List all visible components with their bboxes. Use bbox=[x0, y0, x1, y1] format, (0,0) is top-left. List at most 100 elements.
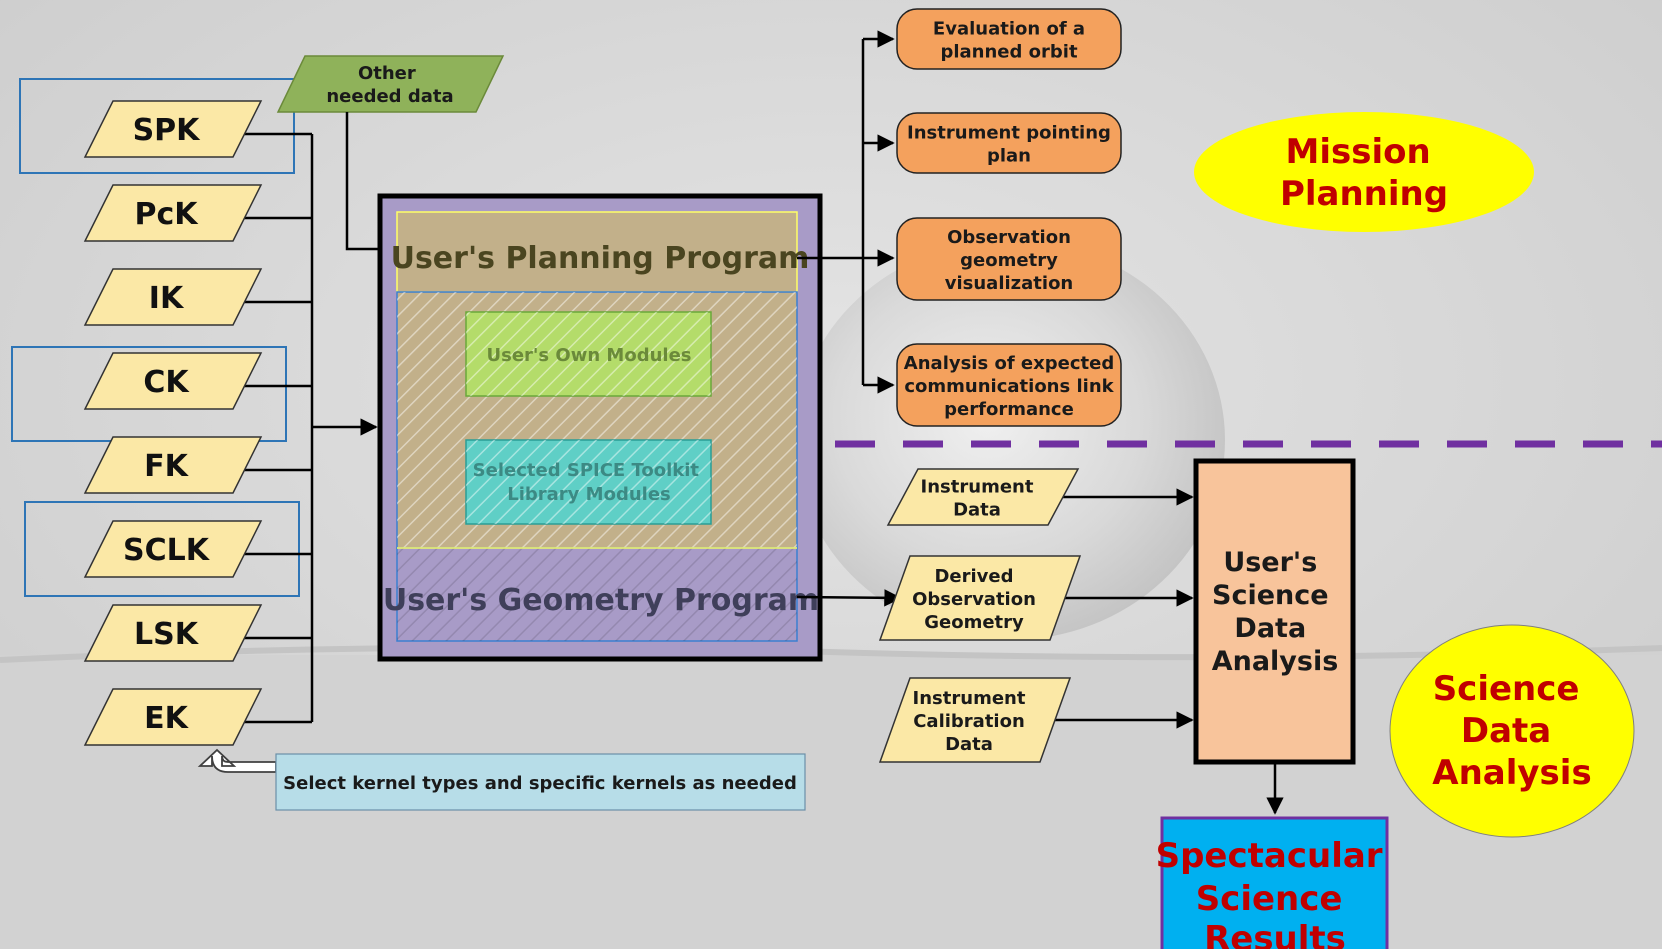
analysis-line-2: Science bbox=[1212, 580, 1329, 611]
kernel-ek: EK bbox=[83, 688, 263, 746]
output-label-line: geometry bbox=[960, 250, 1058, 271]
kernel-label: CK bbox=[143, 365, 190, 400]
science-input-line: Data bbox=[953, 500, 1001, 521]
output-label-line: planned orbit bbox=[940, 42, 1077, 63]
output-connector-lines bbox=[797, 30, 895, 394]
svg-text:Spectacular Science: Spectacular Science Results bbox=[1156, 836, 1395, 949]
results-box-shape bbox=[1160, 816, 1389, 949]
kernel-pck: PcK bbox=[83, 184, 263, 242]
spice-modules-line-2: Library Modules bbox=[507, 484, 671, 505]
kernel-spk: SPK bbox=[83, 100, 263, 158]
geometry-program-label: User's Geometry Program bbox=[383, 583, 819, 618]
kernel-selection-note: Select kernel types and specific kernels… bbox=[197, 748, 806, 811]
kernel-shape bbox=[83, 268, 263, 326]
highlight-box-spk bbox=[19, 78, 295, 174]
kernel-label: EK bbox=[144, 701, 189, 736]
spice-modules-hatch bbox=[466, 440, 711, 524]
kernel-label: FK bbox=[144, 449, 189, 484]
science-input-line: Derived bbox=[934, 566, 1013, 587]
kernel-shape bbox=[83, 436, 263, 494]
svg-text:Mission Planning: Mission Planning bbox=[1280, 132, 1448, 214]
kernel-label: IK bbox=[149, 281, 185, 316]
output-label-line: performance bbox=[944, 399, 1074, 420]
kernel-label: SPK bbox=[133, 113, 202, 148]
other-data-line-1: Other bbox=[358, 63, 416, 84]
kernel-label: LSK bbox=[134, 617, 200, 652]
kernel-sclk: SCLK bbox=[83, 520, 263, 578]
mission-planning-line-1: Mission bbox=[1285, 132, 1430, 172]
other-data-line-2: needed data bbox=[326, 86, 453, 107]
kernel-label: SCLK bbox=[123, 533, 211, 568]
geometry-band-hatch bbox=[397, 548, 797, 641]
svg-text:Other needed data: Other needed data bbox=[326, 63, 453, 107]
science-input-line: Observation bbox=[912, 589, 1036, 610]
kernel-connector-lines bbox=[235, 132, 378, 724]
science-input-line: Geometry bbox=[924, 612, 1024, 633]
analysis-line-4: Analysis bbox=[1212, 646, 1339, 677]
output-label-line: Instrument pointing bbox=[907, 123, 1111, 144]
u-turn-arrow-icon bbox=[197, 748, 277, 773]
output-box bbox=[896, 343, 1122, 427]
output-label-line: Analysis of expected bbox=[904, 353, 1114, 374]
analysis-line-1: User's bbox=[1223, 547, 1317, 578]
svg-text:User's Science Dat: User's Science Data Analysis bbox=[1212, 547, 1339, 677]
science-connector-lines bbox=[1053, 488, 1194, 729]
results-line-3: Results bbox=[1204, 919, 1346, 949]
results-box: Spectacular Science Results bbox=[1156, 816, 1395, 949]
output-box bbox=[896, 217, 1122, 301]
results-line-1: Spectacular bbox=[1156, 836, 1383, 876]
kernel-shape bbox=[83, 100, 263, 158]
note-text: Select kernel types and specific kernels… bbox=[283, 773, 797, 794]
kernel-ik: IK bbox=[83, 268, 263, 326]
kernel-shape bbox=[83, 520, 263, 578]
output-label-line: plan bbox=[987, 146, 1031, 167]
kernel-shape bbox=[83, 604, 263, 662]
science-input-shape bbox=[878, 555, 1082, 641]
science-data-analysis-ellipse bbox=[1389, 624, 1635, 838]
output-box bbox=[896, 112, 1122, 174]
own-modules-hatch bbox=[466, 312, 711, 396]
program-box: User's Planning Program User's Own Modul… bbox=[377, 193, 823, 662]
science-input-shape bbox=[886, 468, 1080, 526]
kernel-lsk: LSK bbox=[83, 604, 263, 662]
output-box bbox=[896, 8, 1122, 70]
science-input-line: Instrument bbox=[921, 477, 1034, 498]
science-input-line: Data bbox=[945, 734, 993, 755]
analysis-line-3: Data bbox=[1234, 613, 1306, 644]
output-label-line: communications link bbox=[904, 376, 1114, 397]
science-input-shape bbox=[878, 677, 1072, 763]
earth-shape bbox=[795, 240, 1225, 640]
kernel-label: PcK bbox=[134, 197, 199, 232]
kernel-ck: CK bbox=[83, 352, 263, 410]
svg-text:Selected SPICE Toolkit L: Selected SPICE Toolkit Library Modules bbox=[473, 460, 706, 505]
science-input-line: Calibration bbox=[913, 711, 1025, 732]
svg-text:Science Data Analy: Science Data Analysis bbox=[1432, 669, 1591, 793]
kernel-shape bbox=[83, 688, 263, 746]
geometry-output-arrow bbox=[796, 589, 902, 607]
note-box-shape bbox=[275, 753, 806, 811]
moon-horizon bbox=[0, 644, 1662, 663]
own-modules-label: User's Own Modules bbox=[487, 345, 692, 366]
science-analysis-box: User's Science Data Analysis bbox=[1193, 458, 1356, 765]
kernel-shape bbox=[83, 184, 263, 242]
kernel-shape bbox=[83, 352, 263, 410]
science-data-analysis-label: Science Data Analysis bbox=[1389, 624, 1635, 838]
mission-planning-ellipse bbox=[1194, 112, 1534, 232]
sda-line-3: Analysis bbox=[1432, 753, 1591, 793]
highlight-box-sclk bbox=[24, 501, 300, 597]
